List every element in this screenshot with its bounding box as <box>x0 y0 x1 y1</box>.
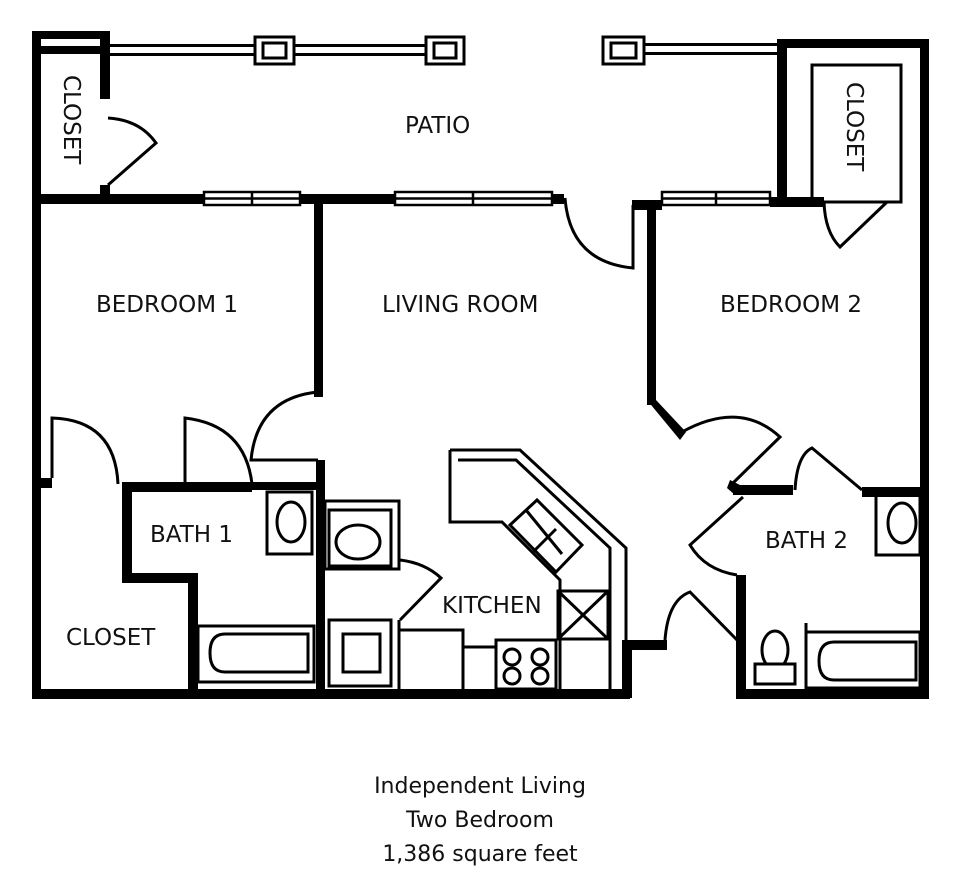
label-patio: PATIO <box>405 113 470 139</box>
caption-program: Independent Living <box>374 774 586 799</box>
room-labels: PATIO CLOSET CLOSET BEDROOM 1 LIVING ROO… <box>58 75 867 651</box>
closet-shelf <box>810 63 903 204</box>
label-closet-bedroom1: CLOSET <box>66 625 156 651</box>
label-bedroom2: BEDROOM 2 <box>720 292 862 318</box>
bath1-fixtures <box>196 490 316 684</box>
doors <box>50 116 889 642</box>
patio-posts <box>253 35 646 66</box>
label-living-room: LIVING ROOM <box>382 292 539 318</box>
bath2-fixtures <box>753 493 922 690</box>
windows <box>202 190 772 207</box>
label-closet-patio-left: CLOSET <box>58 75 84 165</box>
plan-caption: Independent Living Two Bedroom 1,386 squ… <box>0 770 960 872</box>
label-closet-patio-right: CLOSET <box>841 82 867 172</box>
caption-unit-type: Two Bedroom <box>406 808 554 833</box>
walls <box>32 31 929 699</box>
label-bath2: BATH 2 <box>765 528 848 554</box>
label-bath1: BATH 1 <box>150 522 233 548</box>
label-kitchen: KITCHEN <box>442 593 542 619</box>
kitchen-counters <box>399 448 628 691</box>
caption-area: 1,386 square feet <box>382 842 578 867</box>
label-bedroom1: BEDROOM 1 <box>96 292 238 318</box>
laundry-appliances <box>323 499 401 689</box>
